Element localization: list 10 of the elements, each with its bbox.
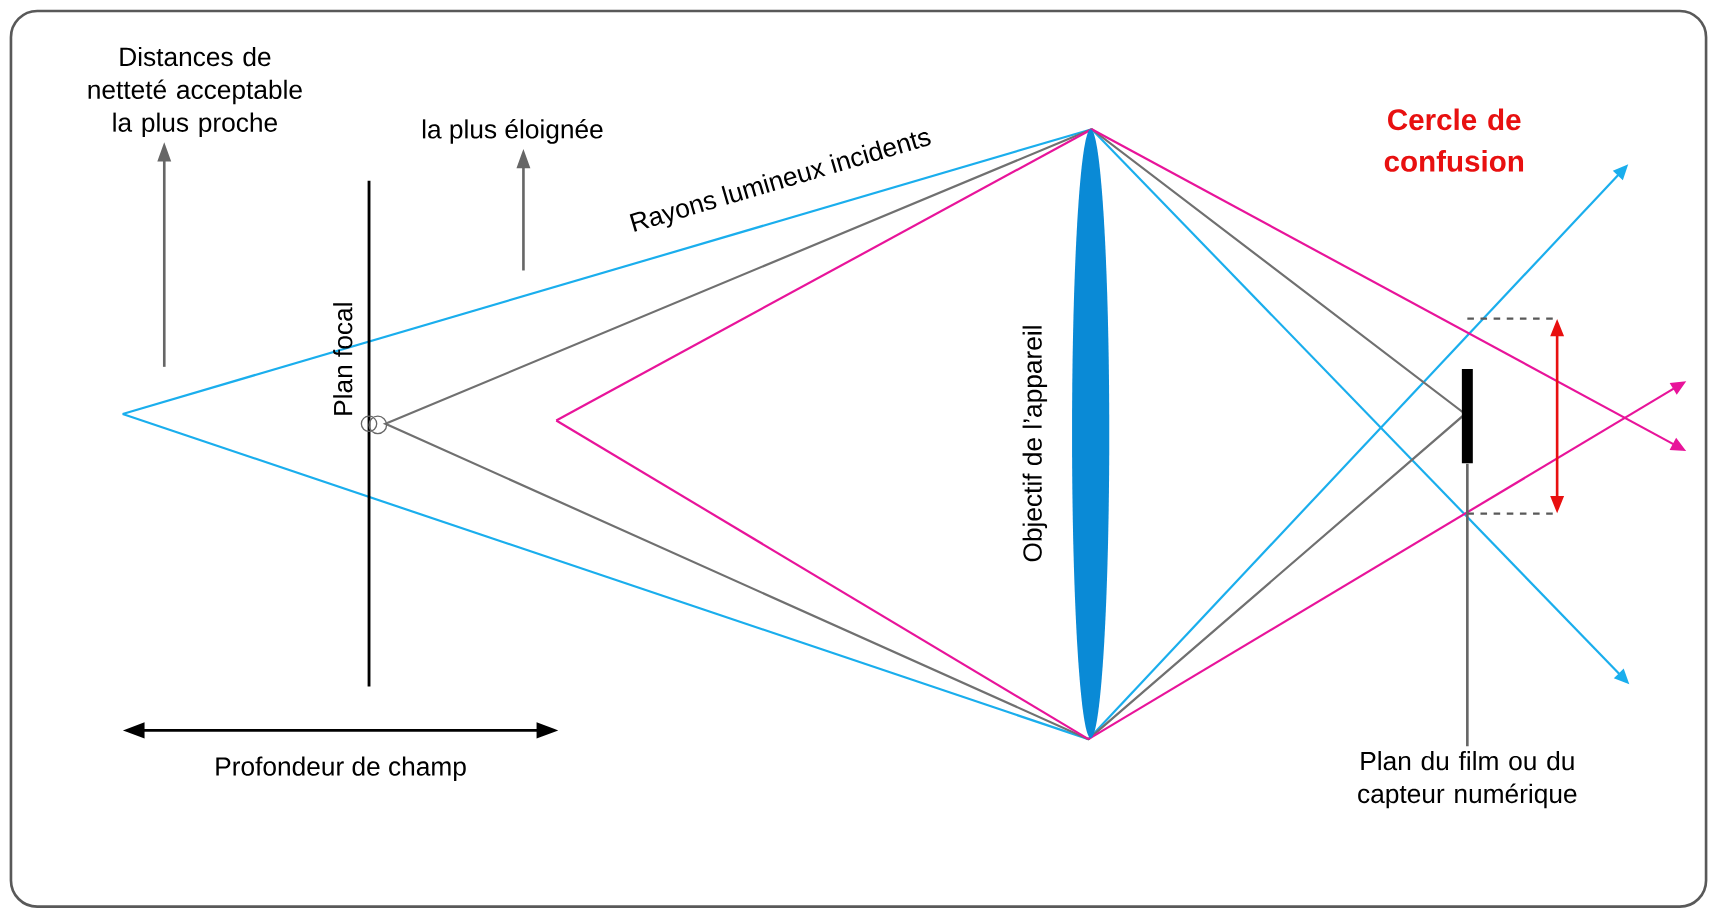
confusion-label: Cercle de confusion [1384,108,1524,173]
sensor-bar [1461,369,1473,464]
ray-label: Rayons lumineux incidents [629,132,931,233]
plane-label: Plan focal [333,303,353,415]
distance-label: la plus éloignée [422,119,603,145]
depth-label: Profondeur de champ [216,756,466,782]
sensor-label: Plan du film ou du capteur numérique [1358,751,1577,809]
leader-line [1466,463,1469,747]
distance-label: Distances de netteté acceptable la plus proche [88,47,302,138]
lens-label: Objectif de l’appareil [1022,326,1048,562]
